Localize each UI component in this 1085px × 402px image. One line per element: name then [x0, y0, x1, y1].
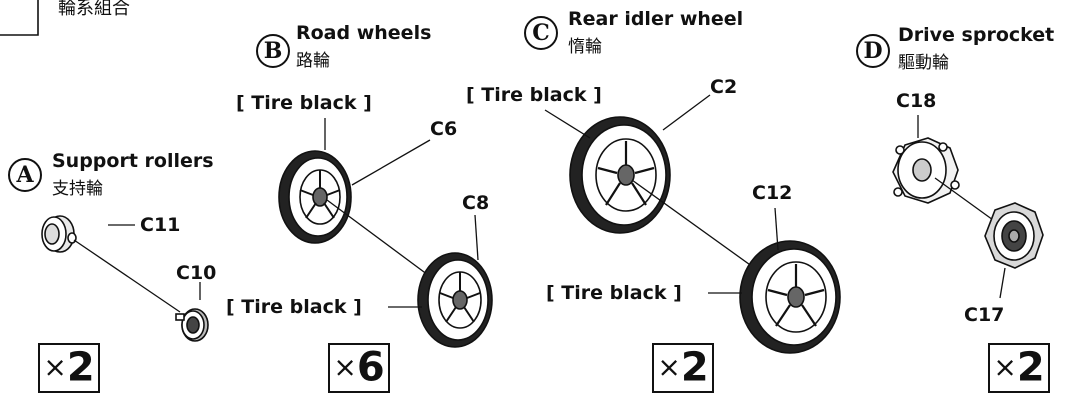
times-symbol: ×: [43, 350, 67, 384]
quantity-value: 2: [66, 344, 95, 391]
times-symbol: ×: [657, 350, 681, 384]
quantity-box-c: ×2: [652, 343, 714, 393]
top-left-caption: 輪系組合: [58, 0, 130, 19]
idler-wheel-c12-icon: [739, 240, 841, 354]
part-label-c11: C11: [140, 214, 181, 236]
section-letter-b: B: [256, 34, 290, 68]
drive-sprocket-title: Drive sprocket: [898, 24, 1055, 46]
quantity-box-b: ×6: [328, 343, 390, 393]
times-symbol: ×: [993, 350, 1017, 384]
tire-black-note: [ Tire black ]: [466, 84, 602, 106]
road-wheel-c8-icon: [417, 252, 493, 348]
axle-line-d: [934, 177, 1001, 226]
section-letter-d: D: [856, 34, 890, 68]
quantity-box-a: ×2: [38, 343, 100, 393]
tire-black-note: [ Tire black ]: [236, 92, 372, 114]
quantity-value: 6: [356, 344, 385, 391]
part-label-c6: C6: [430, 118, 458, 140]
part-label-c12: C12: [752, 182, 793, 204]
quantity-value: 2: [1016, 344, 1045, 391]
support-rollers-title-zh: 支持輪: [52, 179, 103, 199]
support-rollers-title: Support rollers: [52, 150, 214, 172]
support-roller-c10-icon: [175, 308, 209, 342]
section-letter-c: C: [524, 16, 558, 50]
support-roller-c11-icon: [41, 215, 77, 253]
quantity-box-d: ×2: [988, 343, 1050, 393]
road-wheel-c6-icon: [278, 150, 352, 244]
axle-line-a: [73, 239, 181, 313]
tire-black-note: [ Tire black ]: [226, 296, 362, 318]
rear-idler-title: Rear idler wheel: [568, 8, 744, 30]
tire-black-note: [ Tire black ]: [546, 282, 682, 304]
rear-idler-title-zh: 惰輪: [568, 37, 602, 57]
road-wheels-title-zh: 路輪: [296, 51, 330, 71]
times-symbol: ×: [333, 350, 357, 384]
drive-sprocket-title-zh: 驅動輪: [898, 53, 949, 73]
part-label-c18: C18: [896, 90, 937, 112]
part-label-c2: C2: [710, 76, 738, 98]
sprocket-c18-icon: [892, 137, 960, 204]
part-label-c10: C10: [176, 262, 217, 284]
road-wheels-title: Road wheels: [296, 22, 432, 44]
part-label-c8: C8: [462, 192, 490, 214]
idler-wheel-c2-icon: [569, 116, 671, 234]
quantity-value: 2: [680, 344, 709, 391]
section-letter-a: A: [8, 158, 42, 192]
top-left-box: [0, 0, 39, 36]
part-label-c17: C17: [964, 304, 1005, 326]
sprocket-c17-icon: [984, 202, 1044, 269]
